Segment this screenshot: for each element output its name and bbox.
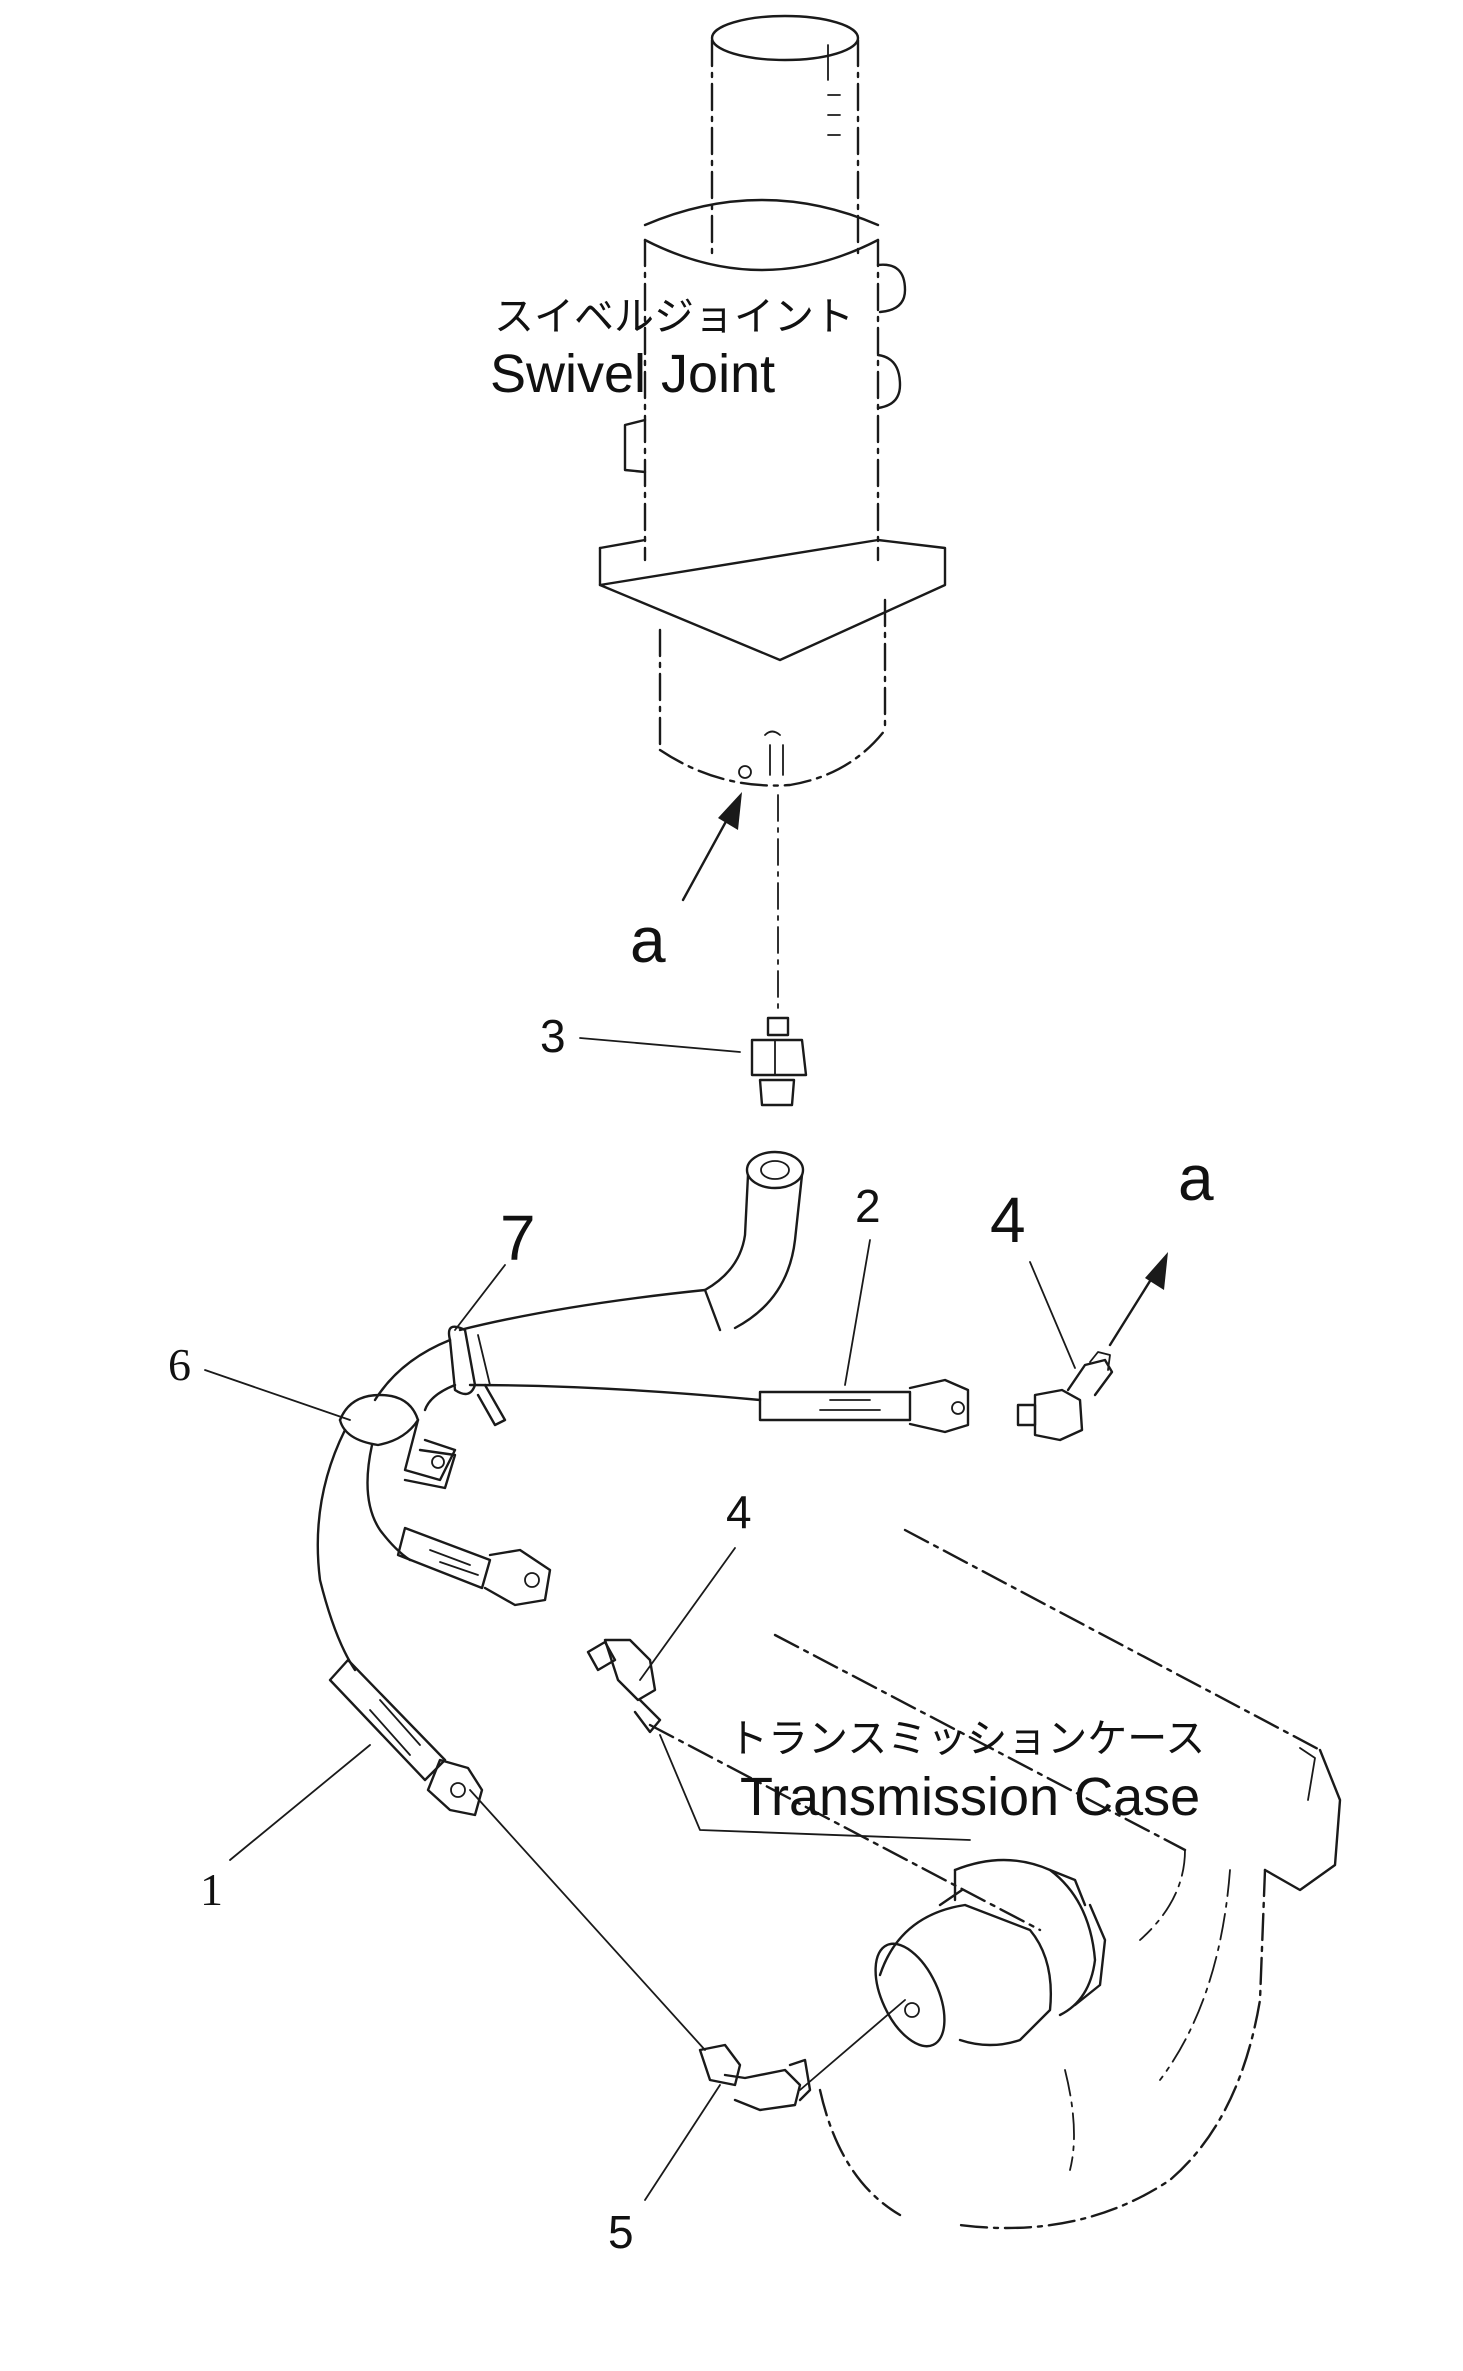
swivel-joint-label-jp: スイベルジョイント xyxy=(494,294,854,340)
hose-end-middle xyxy=(396,1526,552,1607)
transmission-case-label-jp: トランスミッションケース xyxy=(728,1716,1205,1762)
hose-1 xyxy=(328,1658,484,1817)
clamp-6 xyxy=(338,1393,457,1490)
clamp-7 xyxy=(447,1325,507,1427)
part-number-3: 3 xyxy=(540,1010,566,1062)
part-number-6: 6 xyxy=(168,1339,191,1390)
part-number-1: 1 xyxy=(200,1864,223,1915)
ref-label-a-top: a xyxy=(630,904,666,976)
ref-label-a-right: a xyxy=(1178,1142,1214,1214)
reference-arrow-a-top xyxy=(681,792,742,902)
transmission-case-label-en: Transmission Case xyxy=(740,1767,1200,1827)
fitting-3 xyxy=(750,1016,808,1107)
transmission-case xyxy=(648,1528,1342,2230)
part-number-5: 5 xyxy=(608,2206,634,2258)
leader-lines xyxy=(204,1037,1076,2201)
hose-routes xyxy=(316,1288,762,1672)
part-number-4-upper: 4 xyxy=(990,1184,1026,1256)
part-number-2: 2 xyxy=(855,1180,881,1232)
elbow-fitting-4-upper xyxy=(1016,1351,1114,1442)
hose-2 xyxy=(758,1378,970,1434)
part-number-7: 7 xyxy=(500,1202,536,1274)
swivel-joint xyxy=(598,14,947,787)
elbow-fitting-4-lower xyxy=(586,1638,662,1734)
hose-elbow-upper xyxy=(703,1150,805,1332)
elbow-fitting-5 xyxy=(698,2043,812,2112)
part-number-4-lower: 4 xyxy=(726,1486,752,1538)
reference-arrow-a-right xyxy=(1108,1252,1168,1347)
swivel-joint-label-en: Swivel Joint xyxy=(490,344,775,404)
